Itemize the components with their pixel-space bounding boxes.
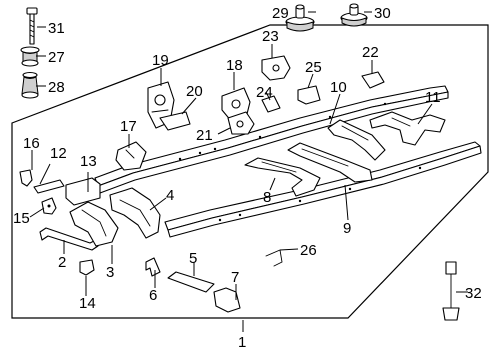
callout-23: 23	[262, 28, 279, 45]
body-mount-part-29	[285, 4, 315, 32]
bracket-part-23	[261, 55, 291, 81]
insulator-part-21	[227, 111, 255, 135]
cross-member-part-10	[327, 119, 386, 161]
callout-24: 24	[256, 84, 273, 101]
callout-5: 5	[189, 250, 197, 267]
callout-9: 9	[343, 220, 351, 237]
clip-part-14	[79, 259, 95, 276]
callout-25: 25	[305, 59, 322, 76]
callout-32: 32	[465, 285, 482, 302]
callout-21: 21	[196, 127, 213, 144]
bracket-part-15	[41, 197, 57, 215]
hook-part-26	[265, 249, 283, 267]
body-mount-part-30	[340, 3, 368, 27]
callout-1: 1	[238, 334, 246, 351]
bolt-part-31	[26, 7, 38, 45]
callout-7: 7	[231, 269, 239, 286]
bracket-part-7	[213, 287, 241, 313]
callout-labels: 1 2 3 4 5 6 7 8 9 10 11 12 13 14 15 16 1…	[13, 5, 482, 351]
left-frame-rail	[94, 85, 449, 194]
assembly-outline-box	[11, 24, 489, 319]
bracket-part-3	[69, 201, 119, 247]
callout-20: 20	[186, 83, 203, 100]
callout-27: 27	[48, 49, 65, 66]
callout-6: 6	[149, 287, 157, 304]
callout-11: 11	[425, 89, 441, 106]
callout-15: 15	[13, 210, 30, 227]
cushion-part-28	[21, 71, 39, 99]
bracket-part-24	[261, 95, 281, 113]
cross-member-part-8	[244, 157, 321, 197]
callout-29: 29	[272, 5, 289, 22]
crossbar-part-5	[167, 271, 215, 293]
callout-30: 30	[374, 5, 391, 22]
callout-22: 22	[362, 44, 379, 61]
hook-part-16	[19, 169, 33, 187]
hanger-part-32	[442, 261, 460, 321]
callout-16: 16	[23, 135, 40, 152]
cushion-part-27	[20, 46, 40, 67]
callout-4: 4	[166, 187, 174, 204]
bracket-part-17	[115, 141, 147, 171]
bracket-part-22	[361, 71, 385, 89]
callout-19: 19	[152, 52, 169, 69]
callout-17: 17	[120, 118, 137, 135]
callout-26: 26	[300, 242, 317, 259]
leader-lines	[29, 11, 468, 332]
reinforcement-part-13	[65, 177, 101, 206]
callout-2: 2	[58, 254, 66, 271]
callout-18: 18	[226, 57, 243, 74]
callout-3: 3	[106, 264, 114, 281]
callout-10: 10	[330, 79, 347, 96]
cross-member-part-11	[369, 111, 446, 146]
bracket-part-6	[145, 257, 161, 277]
callout-28: 28	[48, 79, 65, 96]
bracket-part-4	[109, 187, 161, 239]
callout-8: 8	[263, 189, 271, 206]
plate-part-12	[33, 179, 65, 194]
bracket-part-25	[297, 85, 321, 105]
cross-member-part-9	[287, 142, 373, 183]
bracket-part-20	[159, 111, 191, 131]
callout-12: 12	[50, 145, 67, 162]
callout-13: 13	[80, 153, 97, 170]
callout-14: 14	[79, 295, 96, 312]
callout-31: 31	[48, 20, 65, 37]
